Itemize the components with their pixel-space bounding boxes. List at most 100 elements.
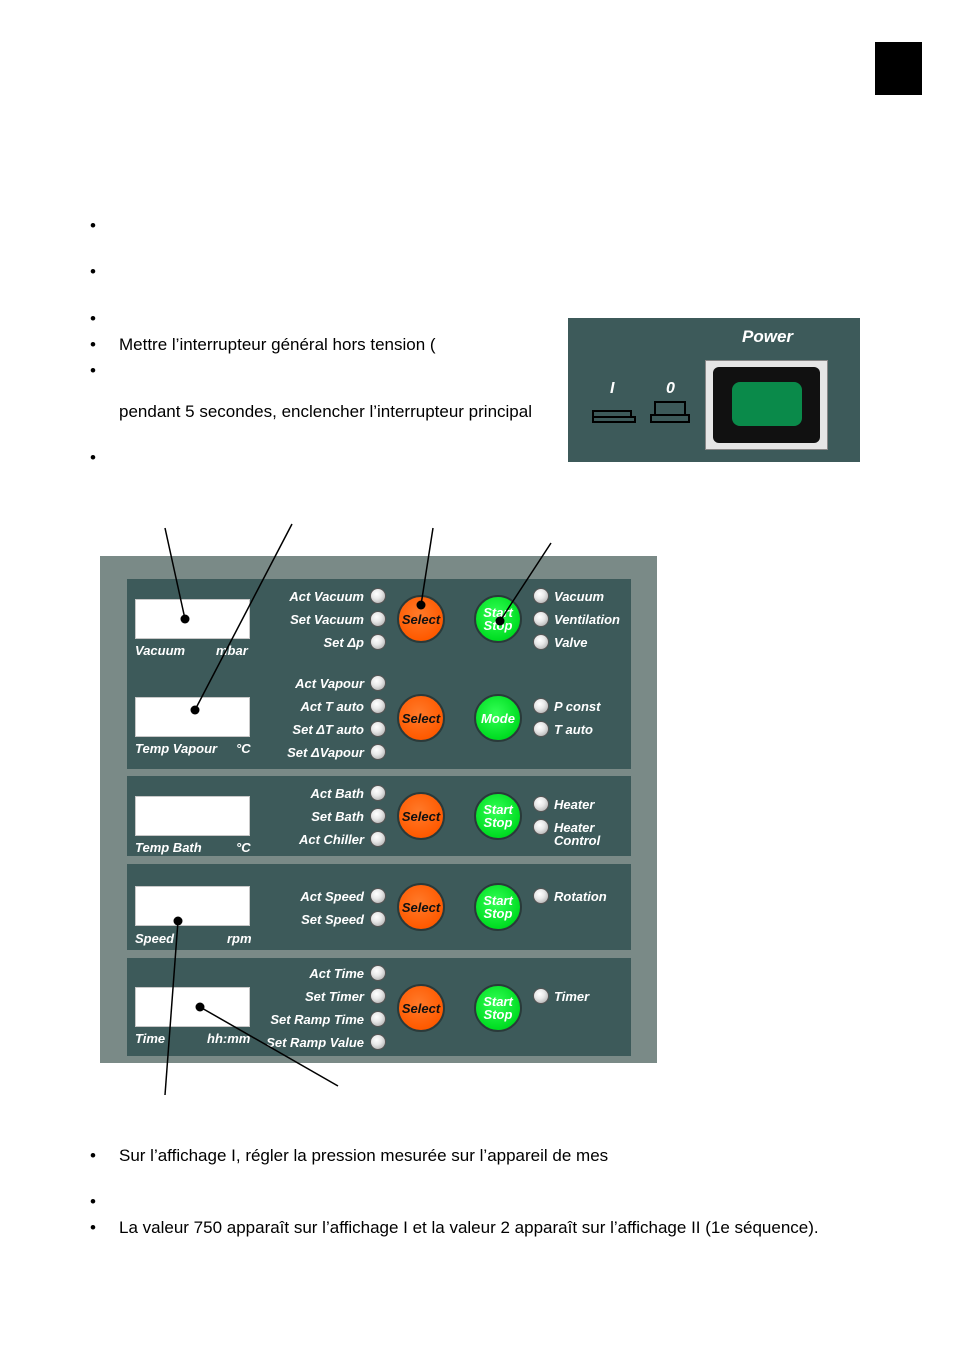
power-off-label: 0 bbox=[666, 380, 675, 397]
led-status-valve bbox=[533, 634, 549, 650]
led-act-bath bbox=[370, 785, 386, 801]
power-title: Power bbox=[742, 327, 794, 346]
led-set-delta-t-auto bbox=[370, 721, 386, 737]
led-act-chiller bbox=[370, 831, 386, 847]
status-label-timer: Timer bbox=[554, 989, 590, 1004]
power-on-switch-base bbox=[592, 416, 636, 423]
led-set-delta-vapour bbox=[370, 744, 386, 760]
time-select-label: Select bbox=[401, 1000, 441, 1016]
page-corner-marker bbox=[875, 42, 922, 95]
rotation-stop-label: Stop bbox=[483, 906, 513, 921]
led-label-act-speed: Act Speed bbox=[300, 889, 364, 904]
led-status-rotation bbox=[533, 888, 549, 904]
led-set-timer bbox=[370, 988, 386, 1004]
time-display bbox=[135, 987, 250, 1027]
led-status-p-const bbox=[533, 698, 549, 714]
led-label-set-ramp-value: Set Ramp Value bbox=[266, 1035, 364, 1050]
vapour-select-button[interactable]: Select bbox=[397, 694, 445, 742]
led-label-act-t-auto: Act T auto bbox=[300, 699, 364, 714]
led-label-act-chiller: Act Chiller bbox=[298, 832, 364, 847]
bath-display-label: Temp Bath bbox=[135, 840, 202, 855]
status-label-t-auto: T auto bbox=[554, 722, 593, 737]
vacuum-display bbox=[135, 599, 250, 639]
time-display-label: Time bbox=[135, 1031, 166, 1046]
speed-select-label: Select bbox=[401, 899, 441, 915]
led-label-act-time: Act Time bbox=[309, 966, 364, 981]
vacuum-stop-label: Stop bbox=[483, 618, 513, 633]
led-status-timer bbox=[533, 988, 549, 1004]
bullet-6 bbox=[90, 448, 100, 468]
led-status-ventilation bbox=[533, 611, 549, 627]
led-label-set-delta-t-auto: Set ΔT auto bbox=[292, 722, 364, 737]
led-label-set-ramp-time: Set Ramp Time bbox=[270, 1012, 364, 1027]
led-act-t-auto bbox=[370, 698, 386, 714]
speed-select-button[interactable]: Select bbox=[397, 883, 445, 931]
status-label-ventilation: Ventilation bbox=[554, 612, 620, 627]
status-label-p-const: P const bbox=[554, 699, 601, 714]
mode-button[interactable]: Mode bbox=[474, 694, 522, 742]
led-set-ramp-time bbox=[370, 1011, 386, 1027]
led-status-t-auto bbox=[533, 721, 549, 737]
bullet-text-4: Mettre l’interrupteur général hors tensi… bbox=[119, 335, 436, 354]
speed-unit: rpm bbox=[227, 931, 252, 946]
led-label-set-bath: Set Bath bbox=[311, 809, 364, 824]
timer-start-label: Start bbox=[483, 994, 513, 1009]
led-label-set-vacuum: Set Vacuum bbox=[290, 612, 364, 627]
power-led-icon bbox=[732, 382, 802, 426]
status-label-rotation: Rotation bbox=[554, 889, 607, 904]
led-label-act-vapour: Act Vapour bbox=[295, 676, 364, 691]
status-label-heater: Heater bbox=[554, 797, 595, 812]
bullet-3 bbox=[90, 309, 100, 329]
led-set-speed bbox=[370, 911, 386, 927]
status-label-heater-control-2: Control bbox=[554, 833, 601, 848]
led-label-set-delta-p: Set Δp bbox=[323, 635, 364, 650]
status-label-vacuum: Vacuum bbox=[554, 589, 605, 604]
bullet-text-9: La valeur 750 apparaît sur l’affichage I… bbox=[119, 1218, 819, 1237]
bullet-4 bbox=[90, 335, 100, 355]
timer-stop-label: Stop bbox=[483, 1007, 513, 1022]
power-button[interactable] bbox=[705, 360, 828, 450]
led-set-ramp-value bbox=[370, 1034, 386, 1050]
led-label-set-speed: Set Speed bbox=[301, 912, 364, 927]
power-on-label: I bbox=[610, 380, 615, 397]
rotation-start-label: Start bbox=[483, 893, 513, 908]
bullet-5 bbox=[90, 361, 100, 381]
speed-display bbox=[135, 886, 250, 926]
led-status-vacuum bbox=[533, 588, 549, 604]
bullet-text-5-cont: pendant 5 secondes, enclencher l’interru… bbox=[119, 402, 532, 421]
vacuum-select-button[interactable]: Select bbox=[397, 595, 445, 643]
led-label-act-bath: Act Bath bbox=[310, 786, 364, 801]
bath-unit: °C bbox=[236, 840, 251, 855]
led-act-vacuum bbox=[370, 588, 386, 604]
bath-select-button[interactable]: Select bbox=[397, 792, 445, 840]
vacuum-unit: mbar bbox=[216, 643, 248, 658]
led-label-act-vacuum: Act Vacuum bbox=[289, 589, 364, 604]
vapour-unit: °C bbox=[236, 741, 251, 756]
vapour-display bbox=[135, 697, 250, 737]
led-act-speed bbox=[370, 888, 386, 904]
power-button-frame bbox=[713, 367, 820, 443]
led-label-set-timer: Set Timer bbox=[304, 989, 364, 1004]
led-act-time bbox=[370, 965, 386, 981]
bullet-2 bbox=[90, 262, 100, 282]
mode-label: Mode bbox=[481, 710, 515, 726]
bullet-text-7: Sur l’affichage I, régler la pression me… bbox=[119, 1146, 609, 1165]
vacuum-display-label: Vacuum bbox=[135, 643, 186, 658]
vapour-display-label: Temp Vapour bbox=[135, 741, 218, 756]
led-status-heater-control bbox=[533, 819, 549, 835]
vapour-select-label: Select bbox=[401, 710, 441, 726]
bath-start-label: Start bbox=[483, 802, 513, 817]
bath-display bbox=[135, 796, 250, 836]
bath-stop-label: Stop bbox=[483, 815, 513, 830]
led-act-vapour bbox=[370, 675, 386, 691]
time-select-button[interactable]: Select bbox=[397, 984, 445, 1032]
led-status-heater bbox=[533, 796, 549, 812]
led-label-set-delta-vapour: Set ΔVapour bbox=[287, 745, 364, 760]
led-set-delta-p bbox=[370, 634, 386, 650]
speed-display-label: Speed bbox=[135, 931, 175, 946]
power-off-switch-base bbox=[650, 414, 690, 423]
